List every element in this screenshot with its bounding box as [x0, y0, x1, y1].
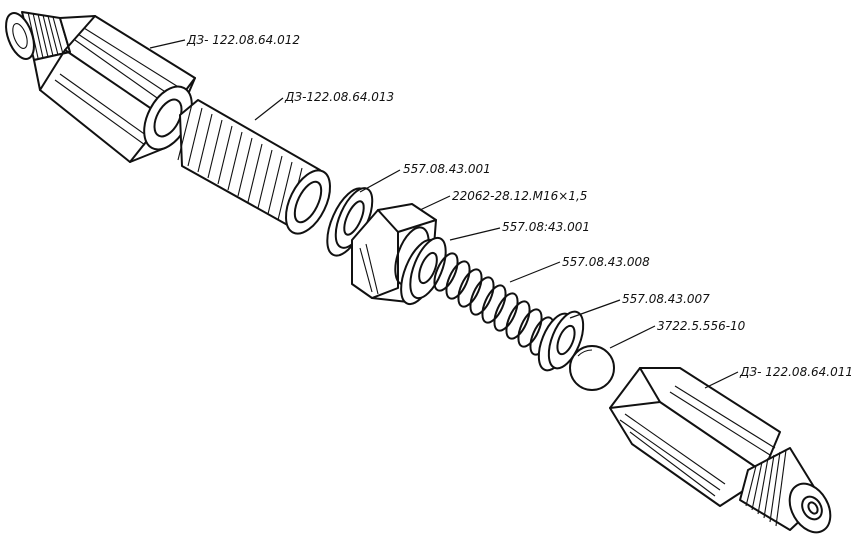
leader-spring [509, 261, 561, 283]
leader-spring-seat [569, 299, 621, 319]
part-spring-seat [537, 310, 585, 372]
label-ball: 3722.5.556-10 [657, 319, 746, 333]
leader-ball [609, 325, 656, 349]
leader-fitting-left [149, 39, 186, 49]
part-fitting-left [5, 11, 196, 163]
leader-lines [149, 39, 739, 389]
label-washer-1: 557.08.43.001 [403, 162, 491, 176]
label-fitting-right: ДЗ- 122.08.64.011 [739, 365, 851, 379]
label-washer-2: 557.08:43.001 [502, 220, 590, 234]
label-spring: 557.08.43.008 [562, 255, 650, 269]
right-fitting-hex-body [609, 367, 781, 507]
part-fitting-right [609, 367, 832, 534]
leader-washer-1 [359, 169, 401, 193]
left-fitting-thread [5, 11, 71, 61]
leader-threaded-sleeve [254, 97, 284, 121]
label-spring-seat: 557.08.43.007 [622, 292, 710, 306]
label-threaded-sleeve: ДЗ-122.08.64.013 [284, 90, 394, 104]
right-fitting-thread [739, 447, 832, 534]
part-ball [569, 345, 615, 391]
part-washer-2 [400, 236, 447, 306]
leader-nut [419, 195, 451, 211]
part-labels: ДЗ- 122.08.64.012 ДЗ-122.08.64.013 557.0… [186, 33, 851, 379]
label-nut: 22062-28.12.M16×1,5 [452, 189, 587, 203]
leader-fitting-right [704, 371, 739, 389]
part-threaded-sleeve [177, 99, 331, 235]
part-spring [433, 252, 555, 356]
label-fitting-left: ДЗ- 122.08.64.012 [186, 33, 300, 47]
leader-washer-2 [449, 227, 501, 241]
